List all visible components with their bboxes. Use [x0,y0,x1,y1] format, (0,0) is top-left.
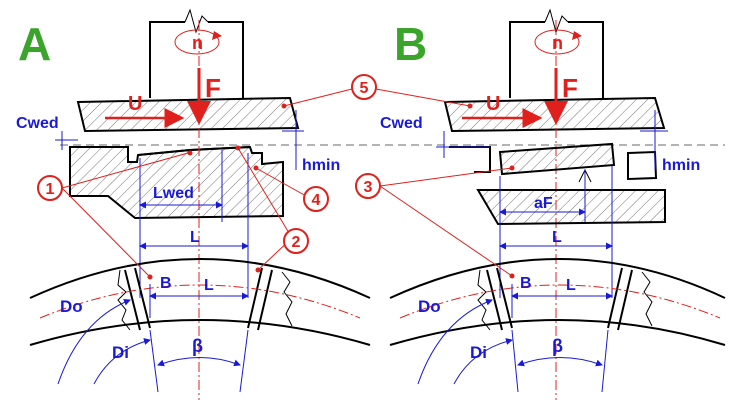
callout-a2-label: 2 [292,234,301,251]
rotation-arrow-a-icon [174,29,220,55]
outer-dia-a: Do [60,297,83,316]
ring-pad-length-a: L [204,277,214,294]
panel-a: A n U F Cwed hmin Lwed L [16,8,371,400]
callout-a4 [303,186,329,212]
shaft-a-break [184,8,209,34]
do-b-leader [417,298,493,385]
wedge-length-a: Lwed [153,185,194,202]
rotation-b: n [552,33,563,53]
beta-b-ext-left [511,329,519,393]
film-label-b: Cwed [380,115,423,132]
pivot-offset-b: aF [534,195,553,212]
rotation-a: n [192,33,203,53]
film-label-a: Cwed [16,115,59,132]
pad-a [69,145,284,220]
callout-5-dot-a [281,103,287,109]
shaft-a [149,21,244,98]
width-b: B [520,275,532,292]
callout-a2-dot [235,145,241,151]
callout-a4-label: 4 [312,192,321,209]
rotation-arrowhead-a-icon [212,31,222,40]
velocity-a: U [128,93,142,115]
callout-a4-dot [253,165,259,171]
pad-b-prev [449,146,491,173]
callout-a1-label: 1 [46,181,55,198]
callout-a1-dot2 [147,274,153,280]
callout-b3-dot [509,165,515,171]
min-film-a: hmin [302,157,340,174]
tilted-pad-b [498,142,616,176]
pad-b-next [627,150,658,181]
force-a: F [205,73,221,103]
beta-a-ext-left [149,329,159,393]
rotation-arrowhead-b-icon [572,31,582,40]
callout-b3-leader [379,167,513,187]
beta-a-ext-right [239,329,249,393]
beta-a-arc [157,357,241,367]
ring-pad-length-b: L [566,277,576,294]
callout-5-label: 5 [360,80,369,97]
callout-b3 [355,173,381,199]
angle-b: β [552,336,563,356]
velocity-b: U [486,93,500,115]
callout-5 [351,74,377,100]
inner-dia-a: Di [112,343,129,362]
callout-a4-leader [255,167,307,197]
callout-5-dot-b [467,103,473,109]
thrust-ring-a [29,258,371,346]
callout-5-leader-a [283,88,353,107]
callout-b3-dot2 [509,273,515,279]
rotation-arrow-b-icon [534,29,580,55]
force-b: F [562,73,578,103]
callout-a1 [37,175,63,201]
callout-b3-leader2 [379,185,513,277]
thrust-ring-b [389,258,726,346]
pad-length-a: L [190,229,200,246]
panel-b-letter: B [394,18,427,70]
di-a-leader [93,338,151,385]
base-b [476,189,666,226]
min-film-b: hmin [662,157,700,174]
panel-b: B n U F Cwed hmin aF [355,8,726,400]
callout-5-leader-b [375,88,471,107]
inner-dia-b: Di [470,343,487,362]
callout-a2-leader [237,147,293,239]
callout-b3-label: 3 [364,179,373,196]
shaft-b-break [544,8,569,34]
callout-a2 [283,228,309,254]
beta-b-arc [517,357,603,367]
callout-a1-dot [187,150,193,156]
shaft-b [509,21,604,98]
angle-a: β [192,336,203,356]
panel-a-letter: A [18,18,51,70]
width-a: B [160,275,172,292]
pad-length-b: L [552,229,562,246]
outer-dia-b: Do [418,297,441,316]
beta-b-ext-right [601,329,609,393]
callout-a2-dot2 [255,267,261,273]
callout-a1-leader [61,152,189,189]
callout-a1-leader2 [61,187,151,278]
pad-a-wedge-surface [137,146,251,156]
runner-a [76,96,300,133]
do-a-leader [57,298,131,385]
di-b-leader [453,338,513,385]
